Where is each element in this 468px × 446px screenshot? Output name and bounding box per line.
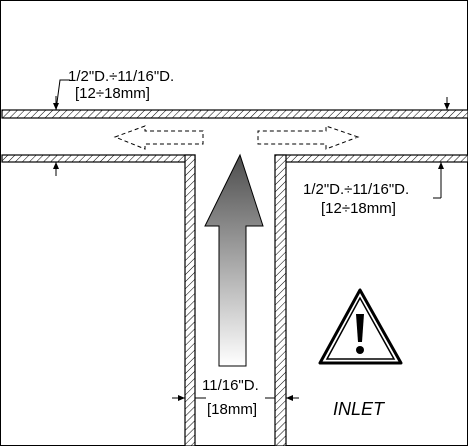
lower-right-wall: [274, 154, 468, 163]
bottom-dim-ticks: [172, 395, 299, 401]
lower-left-wall: [1, 154, 196, 163]
top-dim-label-line1: 1/2"D.÷11/16"D.: [68, 68, 175, 85]
dashed-arrow-right-icon: [257, 125, 360, 150]
arrow-up-icon: [204, 153, 264, 367]
right-dim-leader: [433, 162, 444, 199]
top-dim-label-line2: [12÷18mm]: [75, 85, 150, 102]
warning-triangle-icon: [318, 288, 403, 365]
dashed-arrow-left-icon: [113, 125, 204, 150]
top-dim-leader: [53, 79, 450, 176]
left-vertical-wall: [184, 154, 196, 446]
top-wall: [1, 109, 468, 119]
right-vertical-wall: [274, 154, 287, 446]
inlet-label: INLET: [333, 399, 385, 419]
bottom-dim-label-line2: [18mm]: [207, 401, 258, 418]
right-dim-label-line1: 1/2"D.÷11/16"D.: [303, 181, 410, 198]
bottom-dim-label-line1: 11/16"D.: [202, 377, 259, 394]
right-dim-label-line2: [12÷18mm]: [321, 200, 396, 217]
